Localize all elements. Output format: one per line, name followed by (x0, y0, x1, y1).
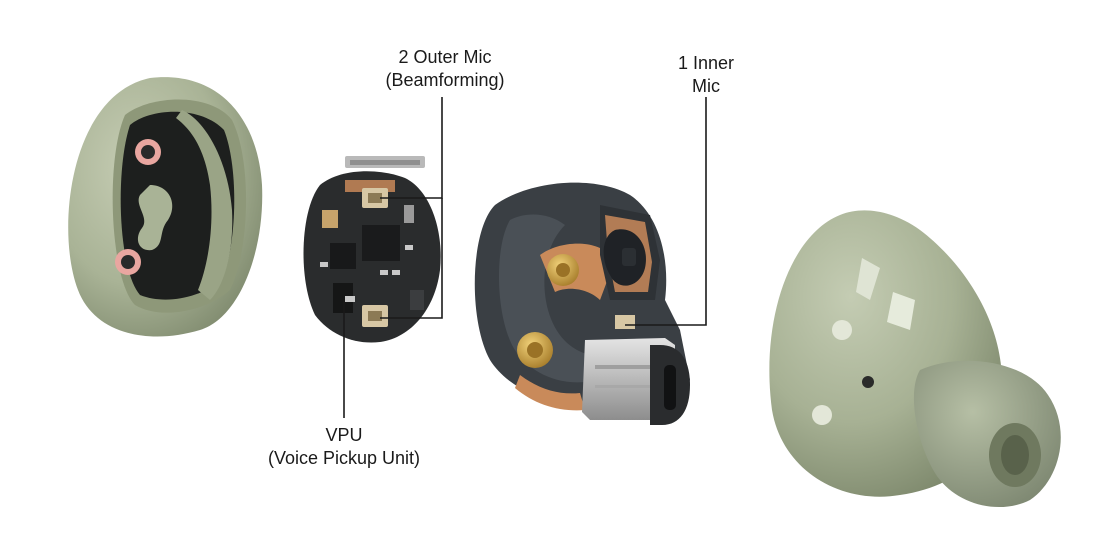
vpu-label: VPU (Voice Pickup Unit) (254, 424, 434, 470)
inner-mic-label-line1: 1 Inner (677, 53, 735, 73)
inner-shell-part (68, 77, 263, 337)
pcb-board-part (303, 156, 441, 343)
outer-mic-leader-lines (380, 97, 443, 319)
inner-mic-leader-line (625, 97, 707, 326)
earbud-shell-part (769, 210, 1061, 508)
vpu-label-line1: VPU (325, 425, 363, 445)
outer-mic-label: 2 Outer Mic (Beamforming) (370, 46, 520, 92)
inner-mic-label-line2: Mic (692, 76, 720, 96)
outer-mic-label-line1: 2 Outer Mic (398, 47, 492, 67)
inner-mic-label: 1 Inner Mic (661, 52, 751, 98)
outer-mic-label-line2: (Beamforming) (385, 70, 505, 90)
vpu-label-line2: (Voice Pickup Unit) (267, 448, 421, 468)
core-module-part (474, 182, 690, 425)
